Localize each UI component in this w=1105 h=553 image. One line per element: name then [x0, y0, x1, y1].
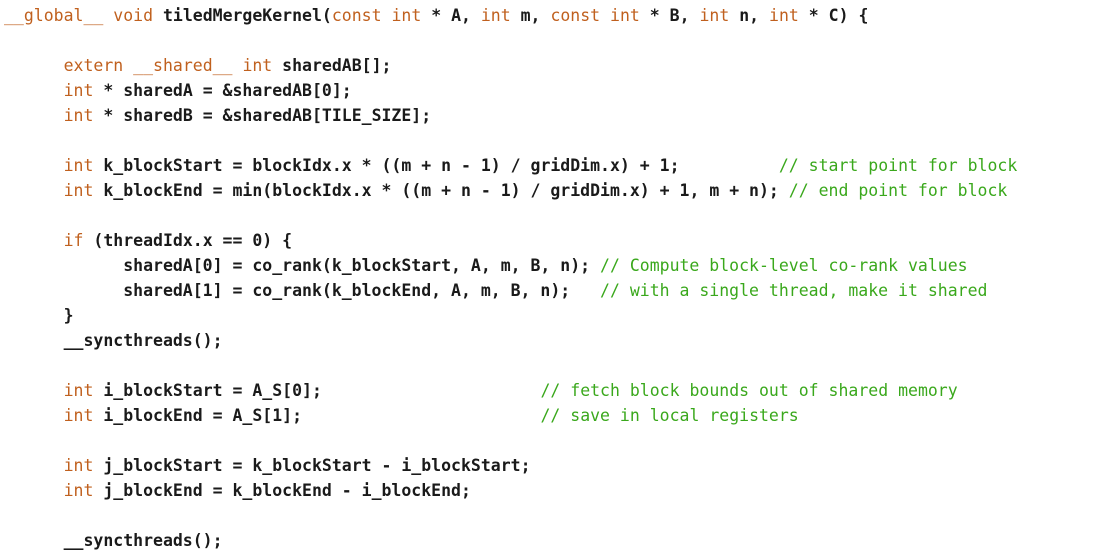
code-token: } — [4, 306, 74, 325]
code-line — [0, 428, 1105, 453]
keyword-token: int — [63, 406, 94, 425]
code-line: if (threadIdx.x == 0) { — [0, 228, 1105, 253]
keyword-token: int — [63, 456, 94, 475]
code-token: * A, — [421, 6, 481, 25]
code-line: __syncthreads(); — [0, 328, 1105, 353]
code-token — [4, 56, 64, 75]
keyword-token: __shared__ — [133, 56, 233, 75]
code-token: * sharedB = &sharedAB[TILE_SIZE]; — [93, 106, 432, 125]
keyword-token: const — [331, 6, 382, 25]
code-line — [0, 503, 1105, 528]
code-line: __global__ void tiledMergeKernel(const i… — [0, 3, 1105, 28]
code-line: int * sharedA = &sharedAB[0]; — [0, 78, 1105, 103]
code-token: j_blockStart = k_blockStart - i_blockSta… — [93, 456, 531, 475]
code-token: __syncthreads(); — [4, 331, 223, 350]
code-line: __syncthreads(); — [0, 528, 1105, 553]
code-line: int * sharedB = &sharedAB[TILE_SIZE]; — [0, 103, 1105, 128]
keyword-token: int — [699, 6, 730, 25]
keyword-token: int — [391, 6, 422, 25]
comment-token: // start point for block — [778, 156, 1018, 175]
code-token: (threadIdx.x == 0) { — [83, 231, 293, 250]
keyword-token: int — [480, 6, 511, 25]
keyword-token: extern — [63, 56, 124, 75]
keyword-token: int — [242, 56, 273, 75]
code-token — [4, 156, 64, 175]
code-line — [0, 353, 1105, 378]
keyword-token: if — [63, 231, 84, 250]
keyword-token: int — [63, 106, 94, 125]
code-token — [103, 6, 113, 25]
keyword-token: int — [63, 481, 94, 500]
code-line: int k_blockStart = blockIdx.x * ((m + n … — [0, 153, 1105, 178]
keyword-token: __global__ — [4, 6, 104, 25]
code-token: sharedA[1] = co_rank(k_blockEnd, A, m, B… — [4, 281, 601, 300]
code-token — [4, 181, 64, 200]
keyword-token: void — [113, 6, 154, 25]
code-token — [4, 231, 64, 250]
keyword-token: int — [769, 6, 799, 25]
keyword-token: const — [550, 6, 601, 25]
code-token: __syncthreads(); — [4, 531, 223, 550]
code-token: i_blockStart = A_S[0]; — [93, 381, 541, 400]
code-token: k_blockEnd = min(blockIdx.x * ((m + n - … — [93, 181, 789, 200]
code-line — [0, 128, 1105, 153]
comment-token: // save in local registers — [540, 406, 799, 425]
code-token — [123, 56, 133, 75]
code-token — [4, 456, 64, 475]
code-line — [0, 203, 1105, 228]
comment-token: // Compute block-level co-rank values — [600, 256, 968, 275]
keyword-token: int — [63, 181, 94, 200]
code-line: int i_blockEnd = A_S[1]; // save in loca… — [0, 403, 1105, 428]
code-token — [4, 106, 64, 125]
code-token: tiledMergeKernel( — [153, 6, 332, 25]
code-line: int j_blockEnd = k_blockEnd - i_blockEnd… — [0, 478, 1105, 503]
code-token: k_blockStart = blockIdx.x * ((m + n - 1)… — [93, 156, 779, 175]
code-token — [4, 406, 64, 425]
code-token: * B, — [639, 6, 700, 25]
code-token: m, — [510, 6, 551, 25]
code-token: n, — [729, 6, 770, 25]
keyword-token: int — [63, 381, 94, 400]
code-line: sharedA[1] = co_rank(k_blockEnd, A, m, B… — [0, 278, 1105, 303]
code-token — [4, 381, 64, 400]
code-token: * C) { — [798, 6, 869, 25]
code-token: sharedAB[]; — [272, 56, 392, 75]
keyword-token: int — [610, 6, 640, 25]
keyword-token: int — [63, 81, 94, 100]
keyword-token: int — [63, 156, 94, 175]
code-token — [382, 6, 392, 25]
code-token: sharedA[0] = co_rank(k_blockStart, A, m,… — [4, 256, 601, 275]
code-token: j_blockEnd = k_blockEnd - i_blockEnd; — [93, 481, 471, 500]
code-line: sharedA[0] = co_rank(k_blockStart, A, m,… — [0, 253, 1105, 278]
code-line: extern __shared__ int sharedAB[]; — [0, 53, 1105, 78]
code-line: int i_blockStart = A_S[0]; // fetch bloc… — [0, 378, 1105, 403]
code-token: i_blockEnd = A_S[1]; — [93, 406, 541, 425]
code-token — [233, 56, 243, 75]
code-token — [4, 481, 64, 500]
code-token — [4, 81, 64, 100]
code-token — [600, 6, 610, 25]
code-token: * sharedA = &sharedAB[0]; — [93, 81, 352, 100]
code-line: int j_blockStart = k_blockStart - i_bloc… — [0, 453, 1105, 478]
comment-token: // fetch block bounds out of shared memo… — [540, 381, 958, 400]
comment-token: // with a single thread, make it shared — [600, 281, 988, 300]
code-line — [0, 28, 1105, 53]
comment-token: // end point for block — [788, 181, 1008, 200]
code-line: int k_blockEnd = min(blockIdx.x * ((m + … — [0, 178, 1105, 203]
code-line: } — [0, 303, 1105, 328]
